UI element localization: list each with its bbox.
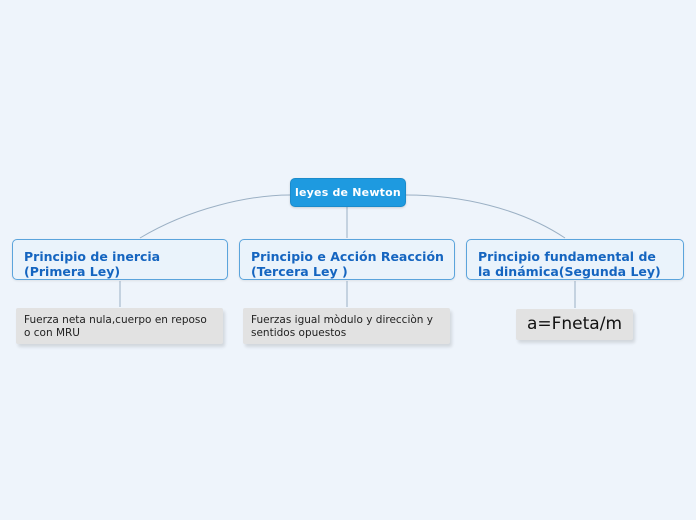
note-label-line-2: sentidos opuestos	[251, 326, 347, 339]
note-node-formula-aceleracion[interactable]: a=Fneta/m	[516, 309, 633, 340]
branch-label-line-2: (Primera Ley)	[24, 264, 121, 279]
branch-node-principio-de-inercia[interactable]: Principio de inercia (Primera Ley)	[12, 239, 228, 280]
branch-label-line-1: Principio de inercia	[24, 249, 161, 264]
note-node-fuerza-neta-nula[interactable]: Fuerza neta nula,cuerpo en reposo o con …	[16, 308, 223, 344]
note-node-fuerzas-igual-modulo[interactable]: Fuerzas igual mòdulo y direcciòn y senti…	[243, 308, 450, 344]
branch-node-principio-fundamental-dinamica[interactable]: Principio fundamental de la dinámica(Seg…	[466, 239, 684, 280]
root-node-label: leyes de Newton	[295, 186, 401, 199]
branch-label-line-2: (Tercera Ley )	[251, 264, 348, 279]
branch-label-line-1: Principio e Acción Reacción	[251, 249, 444, 264]
branch-node-accion-reaccion[interactable]: Principio e Acción Reacción (Tercera Ley…	[239, 239, 455, 280]
branch-label-line-1: Principio fundamental de	[478, 249, 656, 264]
root-node-leyes-de-newton[interactable]: leyes de Newton	[290, 178, 406, 207]
note-label-line-1: Fuerza neta nula,cuerpo en reposo	[24, 314, 207, 326]
note-label-line-2: o con MRU	[24, 326, 80, 339]
note-label-line-1: Fuerzas igual mòdulo y direcciòn y	[251, 314, 434, 326]
branch-label-line-2: la dinámica(Segunda Ley)	[478, 264, 661, 279]
formula-label: a=Fneta/m	[526, 314, 623, 334]
